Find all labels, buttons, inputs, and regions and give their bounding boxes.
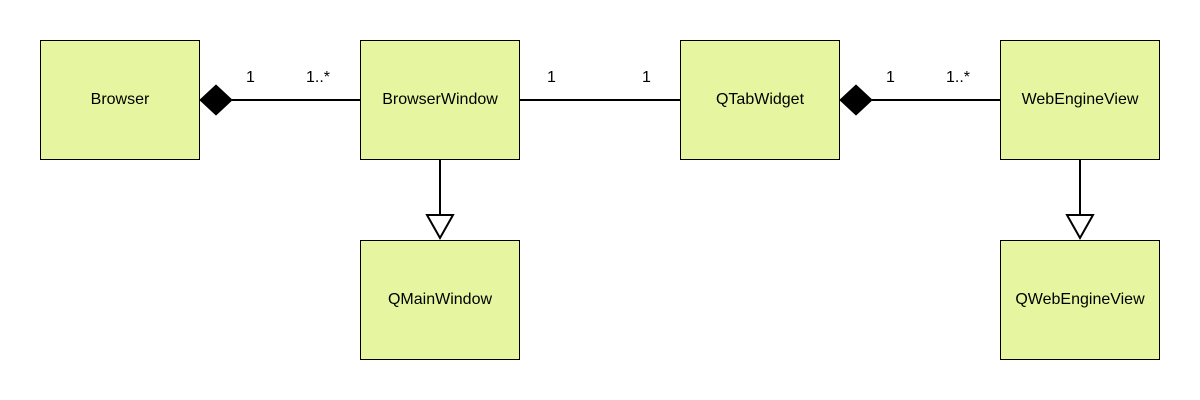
class-qmainwindow: QMainWindow [360,240,520,360]
multiplicity-browserwindow-assoc-end: 1 [547,69,556,86]
class-qwebengineview: QWebEngineView [1000,240,1160,360]
composition-diamond-qtabwidget [839,84,873,116]
class-webengineview-label: WebEngineView [1021,91,1139,108]
generalization-arrowhead-qwebengineview [1065,214,1095,241]
multiplicity-qtabwidget-assoc-end: 1 [642,69,651,86]
class-browserwindow-label: BrowserWindow [382,91,498,108]
class-qmainwindow-label: QMainWindow [387,291,493,308]
multiplicity-browser-end: 1 [246,69,255,86]
multiplicity-qtabwidget-end: 1 [886,69,895,86]
class-webengineview: WebEngineView [1000,40,1160,160]
multiplicity-browserwindow-end: 1..* [306,69,331,86]
class-browserwindow: BrowserWindow [360,40,520,160]
class-browser-label: Browser [90,91,150,108]
class-qtabwidget-label: QTabWidget [715,91,805,108]
generalization-arrowhead-qmainwindow [425,214,455,241]
class-browser: Browser [40,40,200,160]
class-qtabwidget: QTabWidget [680,40,840,160]
composition-diamond-browser [199,84,233,116]
class-qwebengineview-label: QWebEngineView [1015,291,1145,308]
multiplicity-webengineview-end: 1..* [946,69,971,86]
